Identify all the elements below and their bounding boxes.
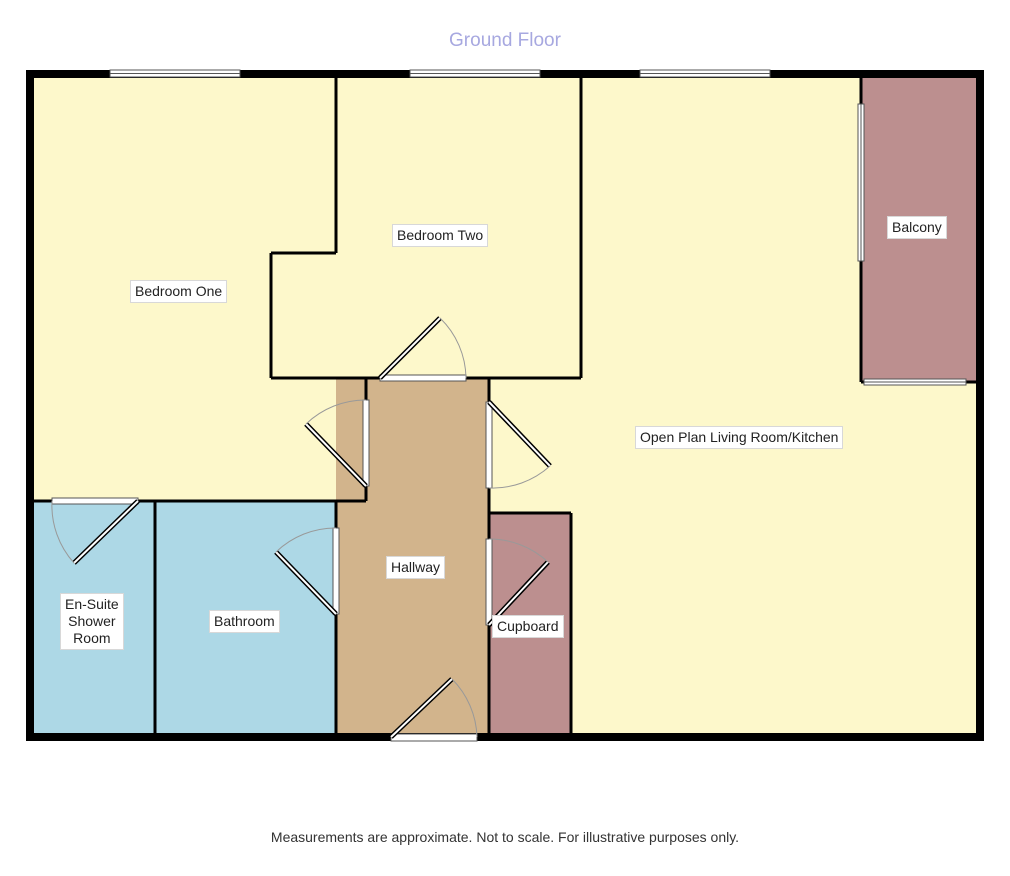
disclaimer-text: Measurements are approximate. Not to sca… xyxy=(270,829,740,845)
door-bedroom-two xyxy=(378,316,467,382)
label-ensuite: En-Suite Shower Room xyxy=(60,593,124,650)
door-bedroom-one xyxy=(304,399,370,488)
door-front-entrance xyxy=(389,677,478,742)
door-living-room xyxy=(485,400,552,489)
living-room-area xyxy=(489,74,980,737)
label-bedroom-two: Bedroom Two xyxy=(392,224,489,247)
window-balcony-lower xyxy=(863,378,967,386)
label-living-room: Open Plan Living Room/Kitchen xyxy=(635,426,844,449)
window-bedroom-two xyxy=(409,69,541,78)
label-ensuite-line3: Room xyxy=(73,630,111,646)
window-living-room xyxy=(639,69,771,78)
label-bathroom: Bathroom xyxy=(209,610,280,633)
door-ensuite xyxy=(51,497,140,565)
interior-walls xyxy=(30,74,980,737)
label-balcony: Balcony xyxy=(887,216,947,239)
label-hallway: Hallway xyxy=(386,556,446,579)
door-bathroom xyxy=(274,527,340,616)
label-bedroom-one: Bedroom One xyxy=(130,280,228,303)
door-cupboard xyxy=(485,538,550,627)
label-ensuite-line2: Shower xyxy=(68,613,116,629)
label-ensuite-line1: En-Suite xyxy=(65,596,119,612)
window-balcony-door xyxy=(857,103,865,262)
window-bedroom-one xyxy=(109,69,241,78)
label-cupboard: Cupboard xyxy=(492,615,564,638)
doors xyxy=(51,316,552,742)
floor-title: Ground Floor xyxy=(449,30,561,51)
windows xyxy=(109,69,967,386)
